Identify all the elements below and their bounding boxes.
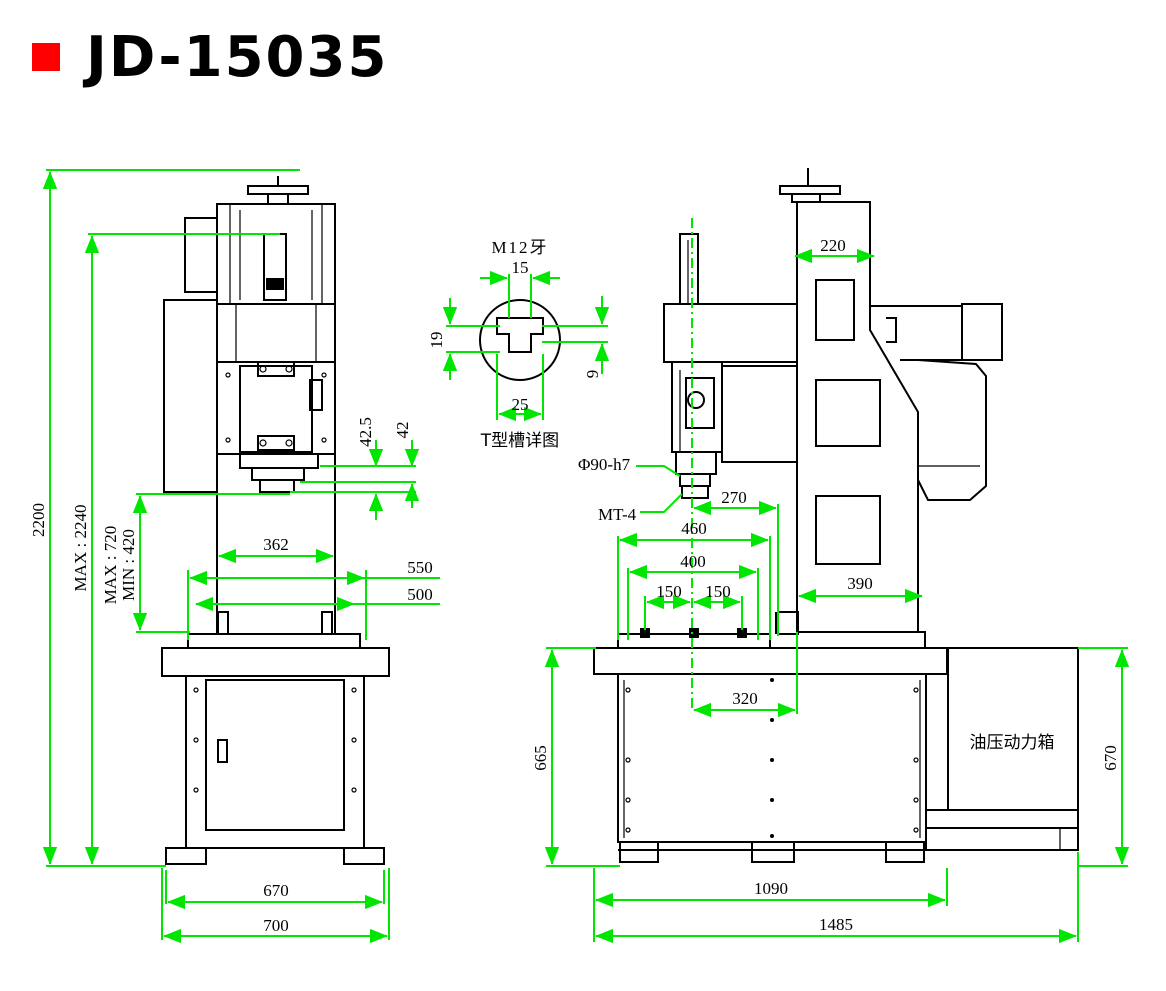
- dim-665: 665: [531, 745, 550, 771]
- dim-700: 700: [263, 916, 289, 935]
- dim-390: 390: [847, 574, 873, 593]
- red-square-marker: [32, 43, 60, 71]
- front-view-dimensions: 2200 MAX : 2240 MAX : 720 MIN : 420 362 …: [29, 169, 440, 944]
- dim-150-b: 150: [705, 582, 731, 601]
- tslot-caption: T型槽详图: [480, 431, 559, 451]
- dim-550: 550: [407, 558, 433, 577]
- dim-2200: 2200: [29, 503, 48, 537]
- hydraulic-box-label: 油压动力箱: [970, 733, 1055, 753]
- dim-max-720: MAX : 720: [101, 526, 120, 604]
- tslot-dim-25: 25: [512, 395, 529, 414]
- dim-220: 220: [820, 236, 846, 255]
- dim-min-420: MIN : 420: [119, 529, 138, 601]
- model-title: JD-15035: [86, 24, 389, 90]
- dim-460: 460: [681, 519, 707, 538]
- dim-270: 270: [721, 488, 747, 507]
- side-view-dimensions: 220 Φ90-h7 MT-4 270 460 400 150 150 390: [531, 218, 1130, 944]
- dim-670-side: 670: [1101, 745, 1120, 771]
- dim-320: 320: [732, 689, 758, 708]
- dim-42-5: 42.5: [356, 417, 375, 447]
- tslot-dim-15: 15: [512, 258, 529, 277]
- page-title: JD-15035: [32, 22, 388, 92]
- dim-max-2240: MAX : 2240: [71, 505, 90, 592]
- spindle-phi90: Φ90-h7: [578, 455, 631, 474]
- front-view-machine: [161, 176, 390, 865]
- dim-670-base: 670: [263, 881, 289, 900]
- dim-1090: 1090: [754, 879, 788, 898]
- dim-1485: 1485: [819, 915, 853, 934]
- dim-150-a: 150: [656, 582, 682, 601]
- tslot-dim-19: 19: [427, 332, 446, 349]
- spindle-mt4: MT-4: [598, 505, 637, 524]
- tslot-detail: M12牙 15 19 9 25 T型槽详图: [427, 238, 610, 451]
- dim-400: 400: [680, 552, 706, 571]
- tslot-dim-9: 9: [583, 370, 602, 379]
- dim-500: 500: [407, 585, 433, 604]
- dim-362: 362: [263, 535, 289, 554]
- dim-42: 42: [393, 422, 412, 439]
- side-view-machine: [593, 168, 1079, 863]
- tslot-thread-label: M12牙: [491, 238, 548, 257]
